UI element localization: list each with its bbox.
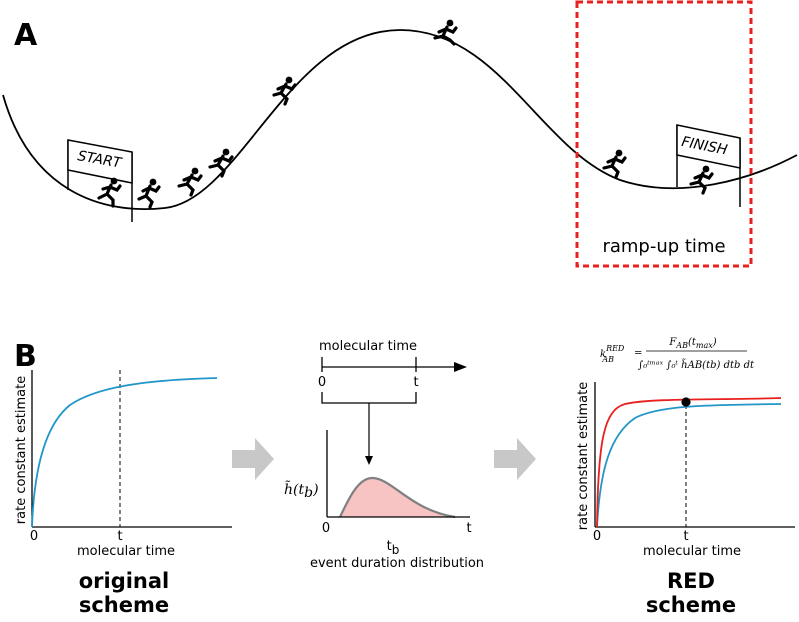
distribution-curve [339,476,456,519]
svg-text:FAB(tmax): FAB(tmax) [668,337,716,350]
left-tick-zero: 0 [30,529,38,544]
dist-caption: event duration distribution [310,556,484,571]
estimate-point [681,397,691,407]
start-sign: START [67,139,133,222]
left-ylabel: rate constant estimate [14,376,29,524]
dist-ylabel: h̃(tb) [284,480,319,501]
timeline-label: molecular time [319,339,417,354]
right-tick-t: t [683,529,688,544]
right-caption-line1: RED [667,569,715,593]
ramp-up-box [575,0,753,268]
left-caption-line2: scheme [79,593,169,617]
finish-sign: FINISH [676,124,741,207]
runner-icon [97,177,122,208]
distribution-fill [340,478,455,517]
dist-xlabel: tb [387,539,400,557]
red-curve [596,397,782,528]
runner-icon [137,178,161,209]
dist-axis-t: t [466,521,471,536]
right-ylabel: rate constant estimate [576,382,591,530]
svg-text:=: = [634,348,642,359]
runner-icon [689,165,714,195]
right-tick-zero: 0 [593,529,601,544]
runner-icon [208,148,234,178]
timeline-tick-t: t [413,375,418,390]
svg-text:∫₀ᵗᵐᵃˣ ∫₀ᵗ h̃AB(tb) dtb dt: ∫₀ᵗᵐᵃˣ ∫₀ᵗ h̃AB(tb) dtb dt [638,359,755,371]
left-tick-t: t [117,529,122,544]
panel-a-label: A [14,18,38,53]
right-caption-line2: scheme [646,593,736,617]
left-caption-line1: original [79,569,170,593]
runner-icon [272,76,297,106]
timeline-tick-zero: 0 [318,375,326,390]
left-plot: 0 t molecular time rate constant estimat… [14,370,232,617]
left-xlabel: molecular time [77,544,175,559]
left-curve [31,377,218,528]
gray-arrow-right [494,438,536,480]
gray-arrow-left [232,438,274,480]
panel-b-label: B [14,339,37,374]
dist-axis-zero: 0 [322,521,330,536]
ramp-up-label: ramp-up time [602,236,725,257]
start-sign-text: START [76,148,124,172]
track-curve [2,29,798,210]
blue-curve [596,403,782,528]
runner-icon [433,19,458,46]
middle-schematic: molecular time 0 t 0 t tb event duration… [284,339,484,571]
right-xlabel: molecular time [643,544,741,559]
runner-icon [177,167,203,197]
runner-icon [602,149,627,179]
